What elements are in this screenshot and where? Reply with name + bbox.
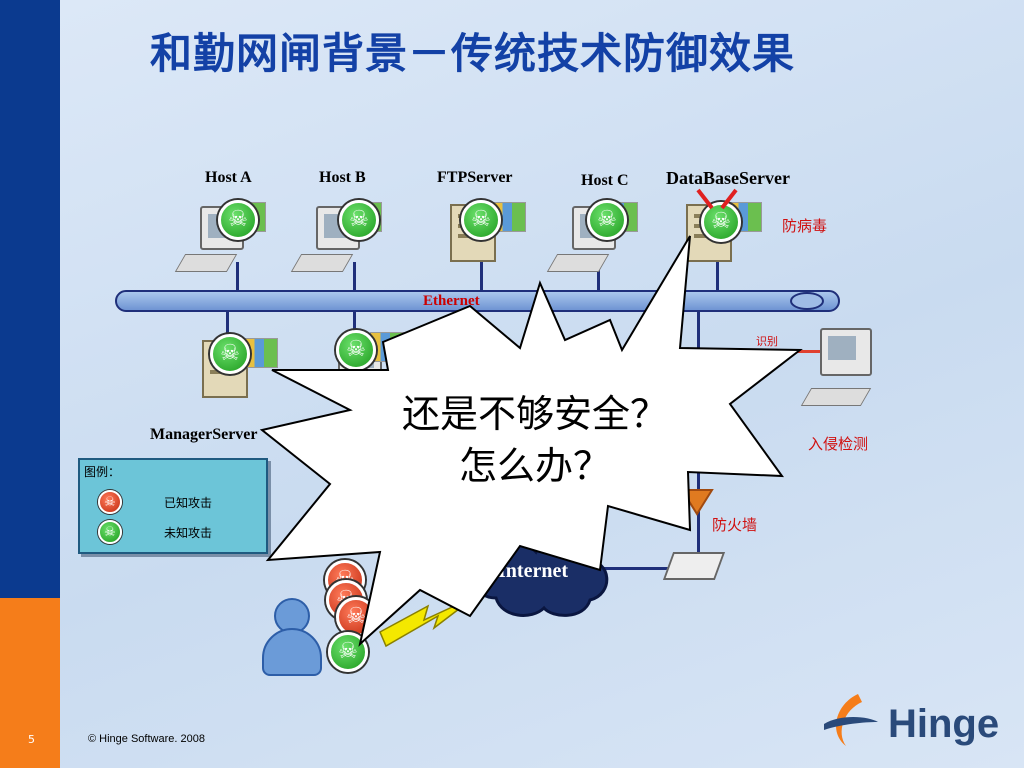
firewall-label: 防火墙 bbox=[712, 516, 758, 534]
link-firewall-router bbox=[598, 567, 670, 570]
page-number: 5 bbox=[28, 733, 35, 746]
sidebar-blue bbox=[0, 0, 60, 598]
ids-computer-icon[interactable] bbox=[796, 326, 876, 406]
host-a-label: Host A bbox=[205, 169, 252, 186]
dbserver-label: DataBaseServer bbox=[666, 168, 790, 188]
skull-icon: ☠ bbox=[701, 202, 741, 242]
managerserver-label: ManagerServer bbox=[150, 426, 258, 443]
recognize-label: 识别 bbox=[756, 335, 778, 348]
blocked-x-icon bbox=[696, 188, 738, 210]
skull-icon: ☠ bbox=[339, 200, 379, 240]
lightning-icon bbox=[379, 595, 477, 648]
slide-title: 和勤网闸背景－传统技术防御效果 bbox=[150, 29, 796, 78]
sidebar-orange bbox=[0, 598, 60, 768]
ethernet-terminator bbox=[790, 292, 824, 310]
hacker-body bbox=[262, 628, 322, 676]
link-host-a bbox=[236, 262, 239, 292]
link-managerserver bbox=[226, 310, 229, 342]
link-host-b bbox=[353, 262, 356, 292]
antivirus-label: 防病毒 bbox=[782, 217, 828, 235]
internet-label: Internet bbox=[498, 560, 568, 582]
legend-box: 图例： ☠ 已知攻击 ☠ 未知攻击 bbox=[78, 458, 268, 554]
host-c-label: Host C bbox=[581, 172, 629, 189]
ftpserver-label: FTPServer bbox=[437, 169, 513, 186]
hinge-logo-icon bbox=[824, 694, 878, 746]
copyright-text: © Hinge Software. 2008 bbox=[88, 733, 205, 745]
skull-icon: ☠ bbox=[218, 200, 258, 240]
skull-icon: ☠ bbox=[210, 334, 250, 374]
skull-icon: ☠ bbox=[587, 200, 627, 240]
ids-label: 入侵检测 bbox=[808, 435, 869, 453]
skull-icon: ☠ bbox=[98, 520, 122, 544]
legend-unknown-label: 未知攻击 bbox=[164, 526, 213, 540]
link-host-c bbox=[597, 262, 600, 292]
callout-line-2: 怎么办？ bbox=[458, 444, 611, 488]
skull-icon: ☠ bbox=[461, 200, 501, 240]
host-b-label: Host B bbox=[319, 169, 366, 186]
link-host-d bbox=[353, 310, 356, 342]
callout-line-1: 还是不够安全？ bbox=[401, 392, 668, 436]
callout-text: 还是不够安全？ 怎么办？ bbox=[335, 388, 735, 492]
skull-icon: ☠ bbox=[336, 330, 376, 370]
legend-title: 图例： bbox=[84, 465, 121, 479]
skull-icon: ☠ bbox=[98, 490, 122, 514]
ethernet-label: Ethernet bbox=[423, 293, 480, 309]
logo-text: Hinge bbox=[888, 702, 1000, 746]
link-ftpserver bbox=[480, 262, 483, 292]
legend-known-label: 已知攻击 bbox=[164, 496, 213, 510]
link-dbserver bbox=[716, 262, 719, 292]
